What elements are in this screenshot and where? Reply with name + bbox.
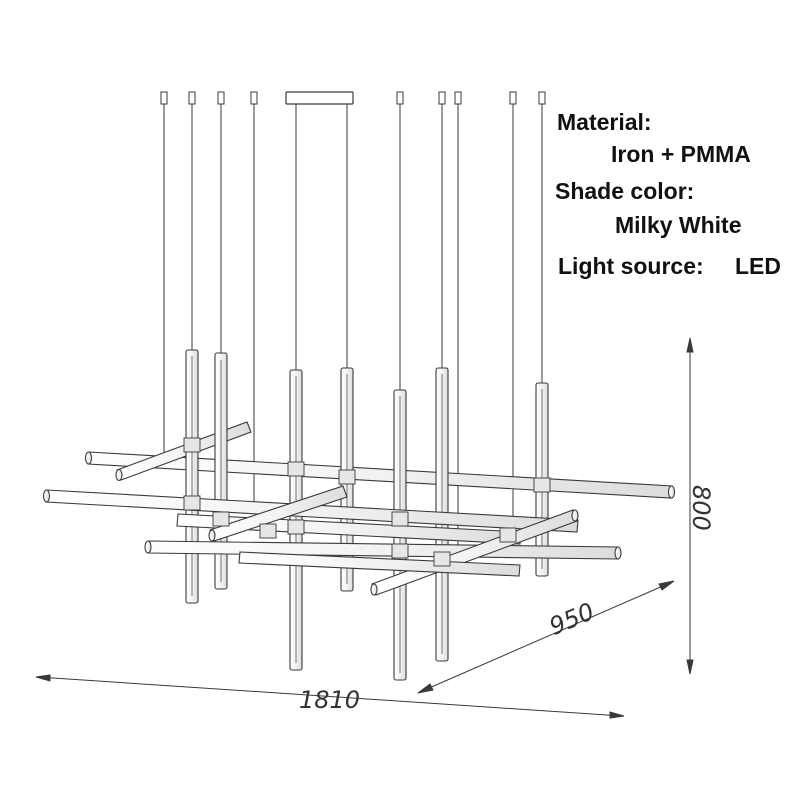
shade-color-value: Milky White bbox=[615, 212, 742, 238]
length-dimension-line bbox=[35, 674, 625, 719]
horizontal-tubes-front bbox=[42, 485, 622, 596]
material-label: Material: bbox=[557, 109, 652, 135]
height-dimension-label: 800 bbox=[687, 485, 715, 531]
height-dimension-line bbox=[686, 337, 694, 675]
material-value: Iron + PMMA bbox=[611, 141, 751, 167]
suspension-cables bbox=[163, 104, 543, 550]
light-source-value: LED bbox=[735, 253, 781, 279]
horizontal-tubes-back bbox=[84, 421, 676, 499]
length-dimension-label: 1810 bbox=[299, 686, 361, 714]
ceiling-canopy bbox=[285, 91, 354, 105]
light-source-label: Light source: bbox=[558, 253, 704, 279]
shade-color-label: Shade color: bbox=[555, 178, 695, 204]
cable-clamps bbox=[160, 91, 546, 105]
depth-dimension-line bbox=[417, 580, 675, 694]
joint-collars bbox=[183, 437, 551, 567]
